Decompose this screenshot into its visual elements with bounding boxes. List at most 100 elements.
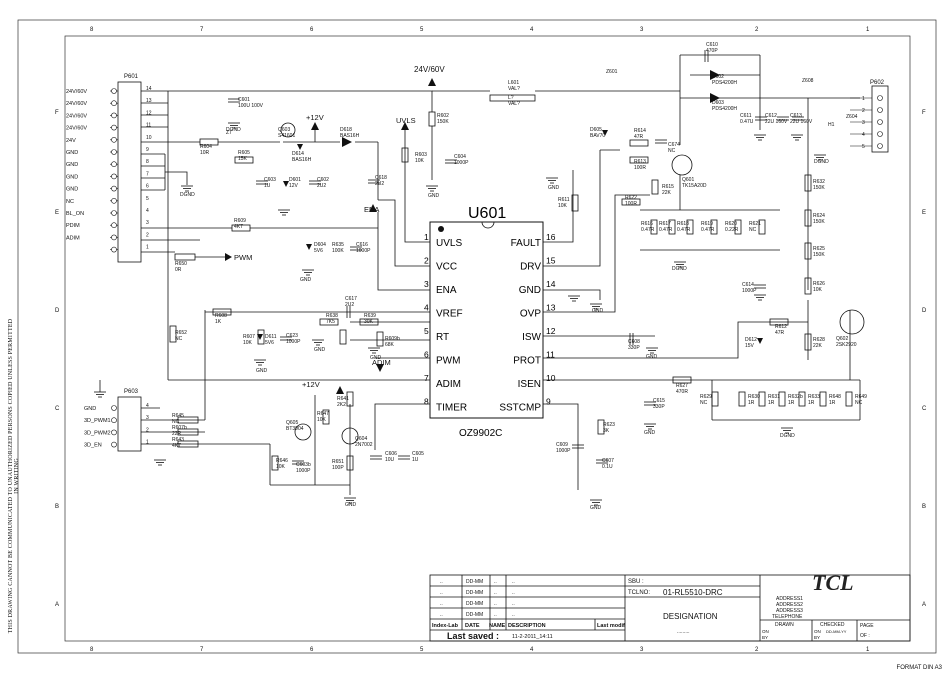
ic-pin-name: TIMER xyxy=(436,403,467,414)
p601-pin-num: 4 xyxy=(146,208,149,214)
part-value: 1000P xyxy=(742,288,757,294)
ic-pin-number: 1 xyxy=(424,232,429,242)
rev-index: .. xyxy=(440,579,443,585)
ic-pin-name: ENA xyxy=(436,285,457,296)
part-value: 330P xyxy=(628,345,640,351)
p601-pin-num: 9 xyxy=(146,147,149,153)
designation-value: ......... xyxy=(677,629,690,635)
rev-date: DD-MM xyxy=(466,612,483,618)
ic-pin-name: ISEN xyxy=(518,379,541,390)
tclno-label: TCLNO: xyxy=(628,590,650,596)
res-r616 xyxy=(650,219,658,235)
res-r613 xyxy=(629,156,649,164)
part-value: 10K xyxy=(558,203,568,209)
p601-net-label: GND xyxy=(66,187,78,193)
grid-row-left: E xyxy=(55,210,59,216)
part-value: 470R xyxy=(676,389,688,395)
rev-index: .. xyxy=(440,612,443,618)
part-value: 1000P xyxy=(356,248,371,254)
part-ref: L601 xyxy=(508,80,519,86)
ic-pin-number: 12 xyxy=(546,326,556,336)
part-ref: R645 xyxy=(172,413,184,419)
part-ref: R603 xyxy=(415,152,427,158)
part-value: VAL? xyxy=(508,101,520,107)
p601-net-label: 24V/60V xyxy=(66,101,87,107)
ic-pin-number: 14 xyxy=(546,279,556,289)
part-ref: R611 xyxy=(558,197,570,203)
grid-col-bottom: 7 xyxy=(200,647,204,653)
p601-pin-num: 6 xyxy=(146,184,149,190)
res-r648 xyxy=(819,391,827,407)
part-value: 1U xyxy=(264,183,271,189)
part-value: 1R xyxy=(808,400,815,406)
part-value: 1000P xyxy=(556,448,571,454)
part-value: 2K2 xyxy=(337,402,346,408)
part-value: S41601 xyxy=(278,133,295,139)
p603-pin-num: 4 xyxy=(146,403,149,409)
part-value: 22K xyxy=(813,343,823,349)
res-r619 xyxy=(710,219,718,235)
part-ref: D601 xyxy=(289,177,301,183)
part-value: 10K xyxy=(276,464,286,470)
res-r620 xyxy=(734,219,742,235)
net-z601: Z601 xyxy=(606,69,618,75)
net-dgnd: DGND xyxy=(180,192,195,198)
res-r624 xyxy=(804,209,812,227)
ic-pin-name: SSTCMP xyxy=(499,403,541,414)
diode-d602 xyxy=(710,70,720,80)
bjt-q603 xyxy=(280,122,296,138)
ic-pin-number: 7 xyxy=(424,373,429,383)
part-value: 4K7 xyxy=(234,224,243,230)
grid-col-top: 1 xyxy=(866,27,870,33)
res-r621 xyxy=(758,219,766,235)
p601-net-label: 24V/60V xyxy=(66,89,87,95)
ic-pin-name: RT xyxy=(436,332,449,343)
part-value: 0.47R xyxy=(701,227,715,233)
diode-d605 xyxy=(602,130,608,136)
part-ref: R624 xyxy=(813,213,825,219)
p601-pin-num: 5 xyxy=(146,196,149,202)
diode-d614 xyxy=(297,144,303,150)
part-value: 470P xyxy=(706,48,718,54)
part-value: 5V6 xyxy=(265,340,274,346)
net-12v-b: +12V xyxy=(302,380,320,389)
part-ref: R604 xyxy=(200,144,212,150)
grid-row-right: C xyxy=(922,406,927,412)
res-r649 xyxy=(845,391,853,407)
part-value: 68K xyxy=(385,342,395,348)
ic-pin-name: DRV xyxy=(520,262,541,273)
net-dgnd: DGND xyxy=(226,127,241,133)
part-value: 0.47R xyxy=(641,227,655,233)
part-ref: R607 xyxy=(243,334,255,340)
res-r641 xyxy=(346,391,354,407)
part-ref: D614 xyxy=(292,151,304,157)
grid-col-top: 5 xyxy=(420,27,424,33)
net-h1: H1 xyxy=(828,122,835,128)
res-r607b xyxy=(177,428,199,436)
hdr-last-modif: Last modif xyxy=(597,623,625,629)
grid-row-right: F xyxy=(922,110,926,116)
part-ref: C606 xyxy=(385,451,397,457)
on-label: ON xyxy=(814,629,821,634)
net-gnd: GND xyxy=(256,368,268,374)
part-value: 330P xyxy=(653,404,665,410)
p602-pin-num: 3 xyxy=(862,120,865,126)
rev-description: .. xyxy=(512,601,515,607)
part-value: 47R xyxy=(775,330,785,336)
p601-pin-num: 2 xyxy=(146,232,149,238)
part-ref: C602 xyxy=(317,177,329,183)
ic-pin-number: 6 xyxy=(424,350,429,360)
net-pwm: PWM xyxy=(234,253,252,262)
part-value: 30K xyxy=(364,319,374,325)
part-value: 7K5 xyxy=(326,319,335,325)
net-gnd: GND xyxy=(314,347,326,353)
part-value: 1R xyxy=(768,400,775,406)
part-value: 2U2 xyxy=(345,302,354,308)
grid-col-bottom: 2 xyxy=(755,647,759,653)
net-gnd: GND xyxy=(644,430,656,436)
res-r628 xyxy=(804,333,812,351)
part-ref: R626 xyxy=(813,281,825,287)
part-value: NC xyxy=(668,148,676,154)
part-ref: Q605 xyxy=(286,420,298,426)
res-r617 xyxy=(668,219,676,235)
